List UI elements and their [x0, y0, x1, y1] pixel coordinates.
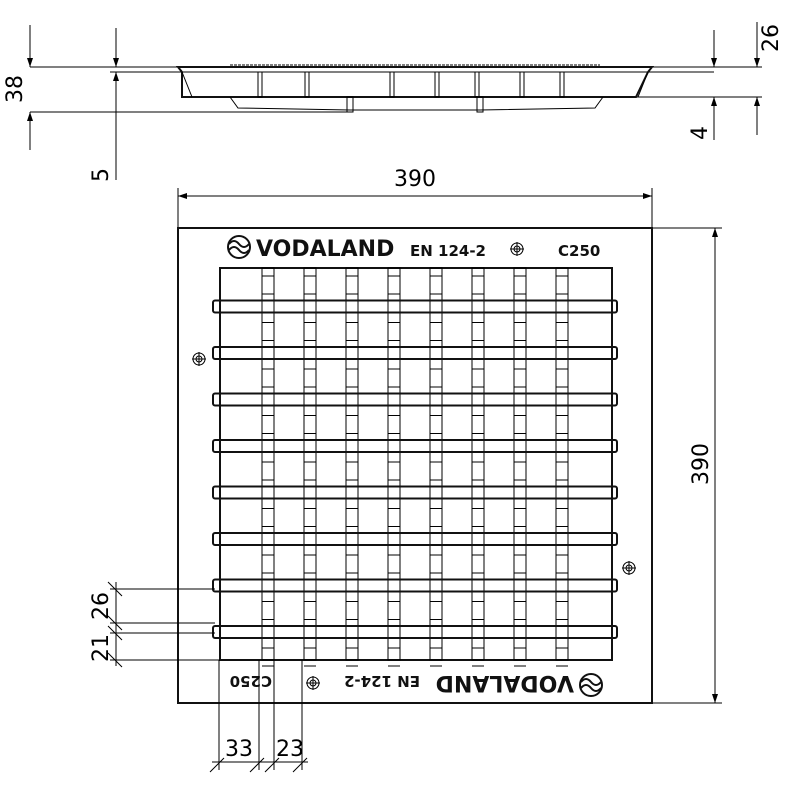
horizontal-bar: [212, 299, 618, 314]
side-view: [30, 64, 762, 113]
standard-label-bottom: EN 124-2: [344, 672, 420, 690]
dim-26-side: 26 4: [688, 22, 784, 140]
side-lug: [346, 96, 354, 113]
dim-26-side-label: 26: [759, 24, 784, 52]
horizontal-bar: [212, 485, 618, 500]
side-rib: [304, 71, 310, 98]
grate-grid: [212, 267, 618, 667]
dim-38: 38: [3, 25, 33, 150]
side-rib: [257, 71, 263, 98]
horizontal-bar: [212, 532, 618, 546]
dim-cell: 33 23: [209, 660, 308, 773]
brand-label-bottom: VODALAND: [436, 670, 574, 695]
side-rib: [519, 71, 525, 98]
dim-bar-pitch: 26 21: [89, 581, 220, 668]
grid-outline: [219, 267, 613, 661]
vertical-rib: [387, 267, 401, 667]
dim-width-label: 390: [394, 167, 436, 192]
wave-circle-icon: [227, 235, 251, 259]
vertical-rib: [261, 267, 275, 667]
dim-5-label: 5: [89, 168, 114, 182]
standard-label: EN 124-2: [410, 242, 486, 260]
logo-top: VODALAND EN 124-2 C250: [227, 235, 600, 262]
dim-33-label: 33: [225, 737, 253, 762]
vertical-rib: [303, 267, 317, 667]
vertical-rib: [555, 267, 569, 667]
grate-frame: [177, 227, 653, 704]
dim-26-label: 26: [89, 592, 114, 620]
dim-4-label: 4: [688, 126, 713, 140]
horizontal-bar: [212, 392, 618, 407]
side-rib: [474, 71, 480, 98]
crosshair-circle-icon: [510, 242, 524, 256]
side-rib: [559, 71, 565, 98]
crosshair-circle-icon: [306, 676, 320, 690]
vertical-rib: [429, 267, 443, 667]
load-class-label-bottom: C250: [230, 672, 272, 690]
side-rib: [389, 71, 395, 98]
logo-bottom: VODALAND EN 124-2 C250: [230, 670, 603, 697]
horizontal-bar: [212, 439, 618, 453]
dim-21-label: 21: [89, 634, 114, 662]
side-rib: [434, 71, 440, 98]
dim-38-label: 38: [3, 75, 28, 103]
side-lug: [476, 96, 484, 113]
horizontal-bar: [212, 578, 618, 593]
vertical-rib: [471, 267, 485, 667]
crosshair-circle-icon: [192, 352, 206, 366]
vertical-rib: [345, 267, 359, 667]
horizontal-bar: [212, 346, 618, 360]
vertical-rib: [513, 267, 527, 667]
load-class-label: C250: [558, 242, 600, 260]
dim-height: 390: [652, 227, 722, 704]
dim-5: 5: [89, 28, 119, 182]
dim-width: 390: [177, 167, 653, 228]
crosshair-circle-icon: [622, 561, 636, 575]
brand-label: VODALAND: [256, 237, 394, 262]
wave-circle-icon: [579, 673, 603, 697]
dim-23-label: 23: [276, 737, 304, 762]
horizontal-bar: [212, 625, 618, 639]
dim-height-label: 390: [689, 443, 714, 485]
